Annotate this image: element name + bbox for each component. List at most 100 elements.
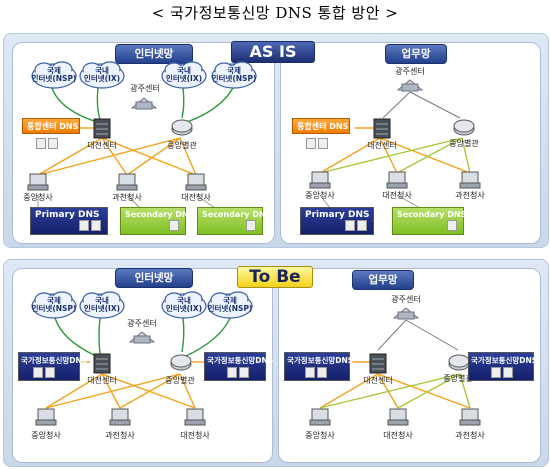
asis-biz-site-label: 과천청사 — [455, 191, 485, 200]
asis-secondary-dns-label: Secondary DNS — [202, 210, 272, 219]
server-icon — [169, 220, 181, 231]
asis-cloud-label: 국내 인터넷(IX) — [165, 66, 203, 83]
workstation-icon — [459, 171, 481, 189]
tobe-daejeon-center-label: 대전센터 — [87, 376, 117, 385]
asis-biz-primary-dns-label: Primary DNS — [305, 210, 370, 220]
tobe-central-hall-label: 중앙별관 — [165, 376, 195, 385]
asis-secondary-dns-box: Secondary DNS — [120, 207, 194, 235]
tobe-badge: To Be — [237, 266, 313, 288]
workstation-icon — [184, 408, 206, 426]
workstation-icon — [35, 408, 57, 426]
server-rack-icon — [373, 118, 391, 139]
server-pair-icon — [227, 367, 251, 378]
building-icon — [392, 307, 420, 320]
tobe-cloud-label: 국내 인터넷(IX) — [83, 296, 121, 313]
cloud-icon — [31, 61, 77, 89]
asis-biz-central-hall-label: 중앙별관 — [449, 139, 479, 148]
tobe-biz-site-label: 중앙청사 — [305, 431, 335, 440]
cloud-icon — [31, 291, 77, 319]
cloud-icon — [211, 61, 257, 89]
workstation-icon — [116, 173, 138, 191]
workstation-icon — [109, 408, 131, 426]
asis-biz-integrated-dns-box: 통합센터 DNS — [292, 118, 350, 134]
router-icon — [170, 354, 192, 371]
asis-biz-secondary-dns-label: Secondary DNS — [397, 210, 467, 219]
server-pair-icon — [79, 220, 103, 231]
cloud-icon — [79, 61, 125, 89]
server-pair-icon — [491, 367, 515, 378]
cloud-icon — [161, 61, 207, 89]
asis-secondary-dns-box: Secondary DNS — [197, 207, 271, 235]
tobe-cloud-label: 국제 인터넷(NSP) — [31, 296, 77, 313]
server-pair-icon — [36, 133, 60, 152]
tobe-dns-label: 국가정보통신망DNS — [207, 356, 274, 365]
tobe-biz-site-label: 대전청사 — [383, 431, 413, 440]
asis-cloud-label: 국내 인터넷(IX) — [83, 66, 121, 83]
tobe-dns-box-right: 국가정보통신망DNS — [204, 352, 273, 381]
asis-site-label: 대전청사 — [181, 193, 211, 202]
tobe-site-label: 과천청사 — [105, 431, 135, 440]
workstation-icon — [185, 173, 207, 191]
asis-biz-primary-dns-box: Primary DNS — [300, 207, 374, 235]
tobe-biz-gwangju-label: 광주센터 — [391, 295, 421, 304]
asis-business-caption: 업무망 — [385, 44, 447, 64]
asis-biz-integrated-dns-label: 통합센터 DNS — [297, 122, 349, 131]
asis-internet-caption: 인터넷망 — [115, 44, 193, 64]
workstation-icon — [459, 408, 481, 426]
asis-primary-dns-box: Primary DNS — [30, 207, 108, 235]
tobe-biz-dns-label: 국가정보통신망DNS — [471, 356, 538, 365]
tobe-business-caption: 업무망 — [352, 270, 414, 290]
workstation-icon — [387, 408, 409, 426]
server-rack-icon — [93, 353, 111, 374]
asis-integrated-dns-label: 통합센터 DNS — [27, 122, 79, 131]
tobe-dns-box-left: 국가정보통신망DNS — [18, 352, 87, 381]
server-pair-icon — [33, 367, 57, 378]
server-pair-icon — [345, 220, 369, 231]
asis-cloud-label: 국제 인터넷(NSP) — [211, 66, 257, 83]
building-icon — [396, 79, 424, 92]
workstation-icon — [309, 408, 331, 426]
tobe-internet-caption: 인터넷망 — [115, 268, 193, 288]
tobe-biz-dns-label: 국가정보통신망DNS — [287, 356, 354, 365]
server-rack-icon — [93, 118, 111, 139]
router-icon — [453, 119, 475, 136]
tobe-biz-central-hall-label: 중앙별관 — [443, 374, 473, 383]
asis-badge: AS IS — [231, 41, 315, 63]
tobe-cloud-label: 국내 인터넷(IX) — [165, 296, 203, 313]
asis-integrated-dns-box: 통합센터 DNS — [22, 118, 80, 134]
tobe-biz-dns-box-left: 국가정보통신망DNS — [284, 352, 354, 381]
asis-site-label: 중앙청사 — [23, 193, 53, 202]
asis-biz-gwangju-label: 광주센터 — [395, 67, 425, 76]
building-icon — [128, 331, 156, 344]
asis-site-label: 과천청사 — [112, 193, 142, 202]
server-rack-icon — [369, 353, 387, 374]
tobe-biz-site-label: 과천청사 — [455, 431, 485, 440]
cloud-icon — [207, 291, 253, 319]
cloud-icon — [79, 291, 125, 319]
asis-biz-secondary-dns-box: Secondary DNS — [392, 207, 467, 235]
server-icon — [246, 220, 258, 231]
router-icon — [448, 354, 470, 371]
cloud-icon — [161, 291, 207, 319]
asis-secondary-dns-label: Secondary DNS — [125, 210, 195, 219]
workstation-icon — [386, 171, 408, 189]
asis-daejeon-center-label: 대전센터 — [87, 141, 117, 150]
tobe-cloud-label: 국제 인터넷(NSP) — [207, 296, 253, 313]
asis-cloud-label: 국제 인터넷(NSP) — [31, 66, 77, 83]
server-pair-icon — [305, 367, 329, 378]
server-icon — [447, 220, 459, 231]
server-pair-icon — [306, 133, 330, 152]
building-icon — [130, 97, 158, 110]
tobe-dns-label: 국가정보통신망DNS — [21, 356, 88, 365]
asis-primary-dns-label: Primary DNS — [35, 210, 100, 220]
tobe-gwangju-label: 광주센터 — [127, 319, 157, 328]
router-icon — [171, 119, 193, 136]
workstation-icon — [27, 173, 49, 191]
asis-biz-site-label: 중앙청사 — [305, 191, 335, 200]
asis-biz-daejeon-center-label: 대전센터 — [367, 141, 397, 150]
asis-gwangju-label: 광주센터 — [130, 84, 160, 93]
tobe-biz-dns-box-right: 국가정보통신망DNS — [468, 352, 538, 381]
asis-central-hall-label: 중앙별관 — [167, 141, 197, 150]
tobe-site-label: 대전청사 — [180, 431, 210, 440]
